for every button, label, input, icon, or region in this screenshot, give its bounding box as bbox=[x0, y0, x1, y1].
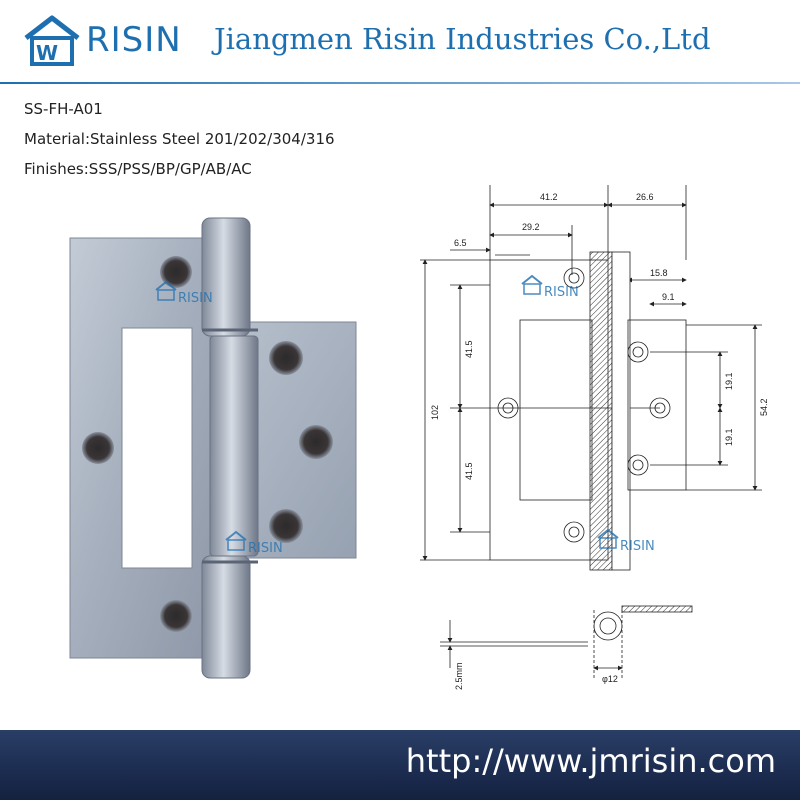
screw-hole bbox=[299, 425, 333, 459]
dim-label: 19.1 bbox=[724, 372, 734, 390]
watermark: RISIN bbox=[225, 530, 283, 556]
website-url[interactable]: http://www.jmrisin.com bbox=[405, 742, 776, 780]
screw-hole bbox=[269, 509, 303, 543]
header-divider bbox=[0, 82, 800, 84]
screw-hole bbox=[82, 432, 114, 464]
dim-label: 2.5mm bbox=[454, 662, 464, 690]
house-logo-icon: W bbox=[24, 15, 80, 66]
svg-text:RISIN: RISIN bbox=[248, 541, 283, 556]
dim-label: 26.6 bbox=[636, 192, 654, 202]
dim-label: 41.5 bbox=[464, 340, 474, 358]
dim-label: 9.1 bbox=[662, 292, 675, 302]
technical-drawing: 41.2 26.6 29.2 6.5 15.8 9.1 41.5 41.5 10… bbox=[410, 180, 790, 700]
dim-label: 15.8 bbox=[650, 268, 668, 278]
svg-text:RISIN: RISIN bbox=[544, 285, 579, 300]
screw-hole bbox=[160, 256, 192, 288]
product-specs: SS-FH-A01 Material:Stainless Steel 201/2… bbox=[24, 98, 335, 188]
screw-hole bbox=[269, 341, 303, 375]
dim-label: 54.2 bbox=[759, 398, 769, 416]
dim-label: 41.2 bbox=[540, 192, 558, 202]
risin-logo: W RISIN bbox=[22, 12, 192, 68]
logo-text: RISIN bbox=[86, 20, 182, 60]
header: W RISIN Jiangmen Risin Industries Co.,Lt… bbox=[0, 0, 800, 82]
hinge-photo: RISIN RISIN bbox=[60, 210, 380, 690]
svg-text:RISIN: RISIN bbox=[620, 539, 655, 554]
svg-text:RISIN: RISIN bbox=[178, 291, 213, 306]
finishes-line: Finishes:SSS/PSS/BP/GP/AB/AC bbox=[24, 160, 252, 178]
material-line: Material:Stainless Steel 201/202/304/316 bbox=[24, 130, 335, 148]
dim-label: 29.2 bbox=[522, 222, 540, 232]
dim-label: 19.1 bbox=[724, 428, 734, 446]
svg-text:W: W bbox=[36, 41, 58, 65]
dim-label: 102 bbox=[430, 405, 440, 420]
watermark: RISIN bbox=[521, 274, 579, 300]
watermark: RISIN bbox=[155, 280, 213, 306]
dim-label: 6.5 bbox=[454, 238, 467, 248]
watermark: RISIN bbox=[597, 528, 655, 554]
company-name: Jiangmen Risin Industries Co.,Ltd bbox=[214, 22, 711, 56]
dim-label: φ12 bbox=[602, 674, 618, 684]
footer-bar: http://www.jmrisin.com bbox=[0, 730, 800, 800]
dim-label: 41.5 bbox=[464, 462, 474, 480]
model-number: SS-FH-A01 bbox=[24, 100, 103, 118]
screw-hole bbox=[160, 600, 192, 632]
